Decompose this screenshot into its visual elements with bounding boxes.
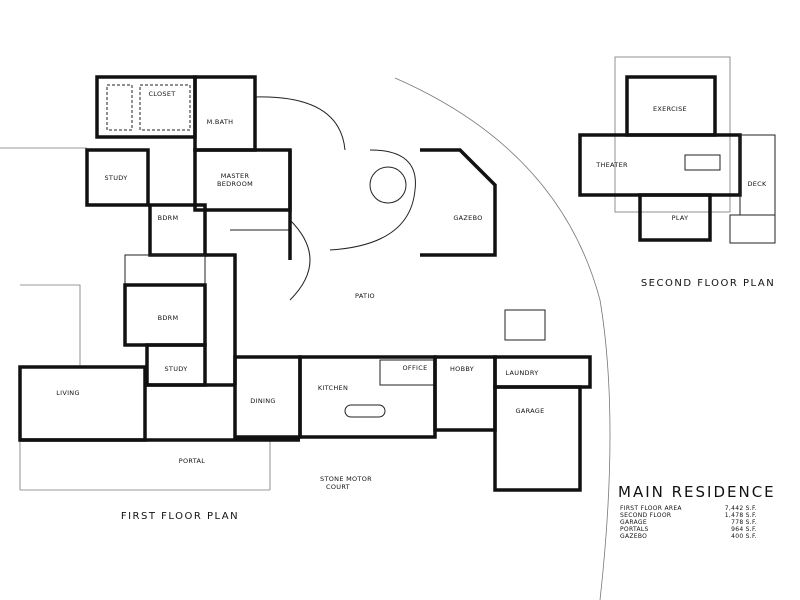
room-label-living: LIVING bbox=[56, 389, 80, 397]
room-label-bdrm: BDRM bbox=[158, 214, 179, 222]
room-label-master-bedroom-2: BEDROOM bbox=[217, 180, 253, 188]
room-label-laundry: LAUNDRY bbox=[505, 369, 538, 377]
summary-row-label: GARAGE bbox=[620, 519, 647, 526]
summary-row-value: 400 S.F. bbox=[731, 533, 757, 540]
room-label-office: OFFICE bbox=[403, 364, 428, 372]
summary-row-label: GAZEBO bbox=[620, 533, 647, 540]
second-floor-walls bbox=[578, 56, 776, 244]
room-label-gazebo: GAZEBO bbox=[453, 214, 482, 222]
room-label-court-1: STONE MOTOR bbox=[320, 475, 372, 483]
second-floor-plan-label: SECOND FLOOR PLAN bbox=[641, 278, 775, 289]
summary-row-value: 1,478 S.F. bbox=[725, 512, 757, 519]
room-label-court-2: COURT bbox=[326, 483, 350, 491]
room-label-exercise: EXERCISE bbox=[653, 105, 687, 113]
room-label-mbath: M.BATH bbox=[207, 118, 234, 126]
summary-title: MAIN RESIDENCE bbox=[618, 483, 776, 501]
room-label-play: PLAY bbox=[672, 214, 689, 222]
first-floor-walls bbox=[18, 75, 592, 492]
room-label-closet: CLOSET bbox=[148, 90, 175, 98]
summary-row-label: PORTALS bbox=[620, 526, 649, 533]
second-floor-room-labels: EXERCISE THEATER DECK PLAY SECOND FLOOR … bbox=[595, 105, 775, 289]
summary-row-value: 778 S.F. bbox=[731, 519, 757, 526]
room-label-dining: DINING bbox=[250, 397, 275, 405]
room-label-kitchen: KITCHEN bbox=[318, 384, 348, 392]
room-label-bdrm: BDRM bbox=[158, 314, 179, 322]
room-label-portal: PORTAL bbox=[179, 457, 205, 465]
site-lines bbox=[0, 77, 611, 600]
summary-row-value: 964 S.F. bbox=[731, 526, 757, 533]
summary-row-label: FIRST FLOOR AREA bbox=[620, 505, 682, 512]
room-label-garage: GARAGE bbox=[515, 407, 544, 415]
first-floor-room-labels: CLOSET M.BATH STUDY MASTER BEDROOM BDRM … bbox=[56, 90, 544, 522]
room-label-hobby: HOBBY bbox=[450, 365, 474, 373]
summary-row-label: SECOND FLOOR bbox=[620, 512, 671, 519]
room-label-study: STUDY bbox=[165, 365, 188, 373]
summary-row-value: 7,442 S.F. bbox=[725, 505, 757, 512]
first-floor-plan-label: FIRST FLOOR PLAN bbox=[121, 511, 239, 522]
area-summary: MAIN RESIDENCE FIRST FLOOR AREA 7,442 S.… bbox=[618, 483, 776, 540]
room-label-deck: DECK bbox=[747, 180, 767, 188]
room-label-study: STUDY bbox=[105, 174, 128, 182]
room-label-patio: PATIO bbox=[355, 292, 375, 300]
room-label-theater: THEATER bbox=[595, 161, 628, 169]
room-label-master-bedroom-1: MASTER bbox=[221, 172, 250, 180]
